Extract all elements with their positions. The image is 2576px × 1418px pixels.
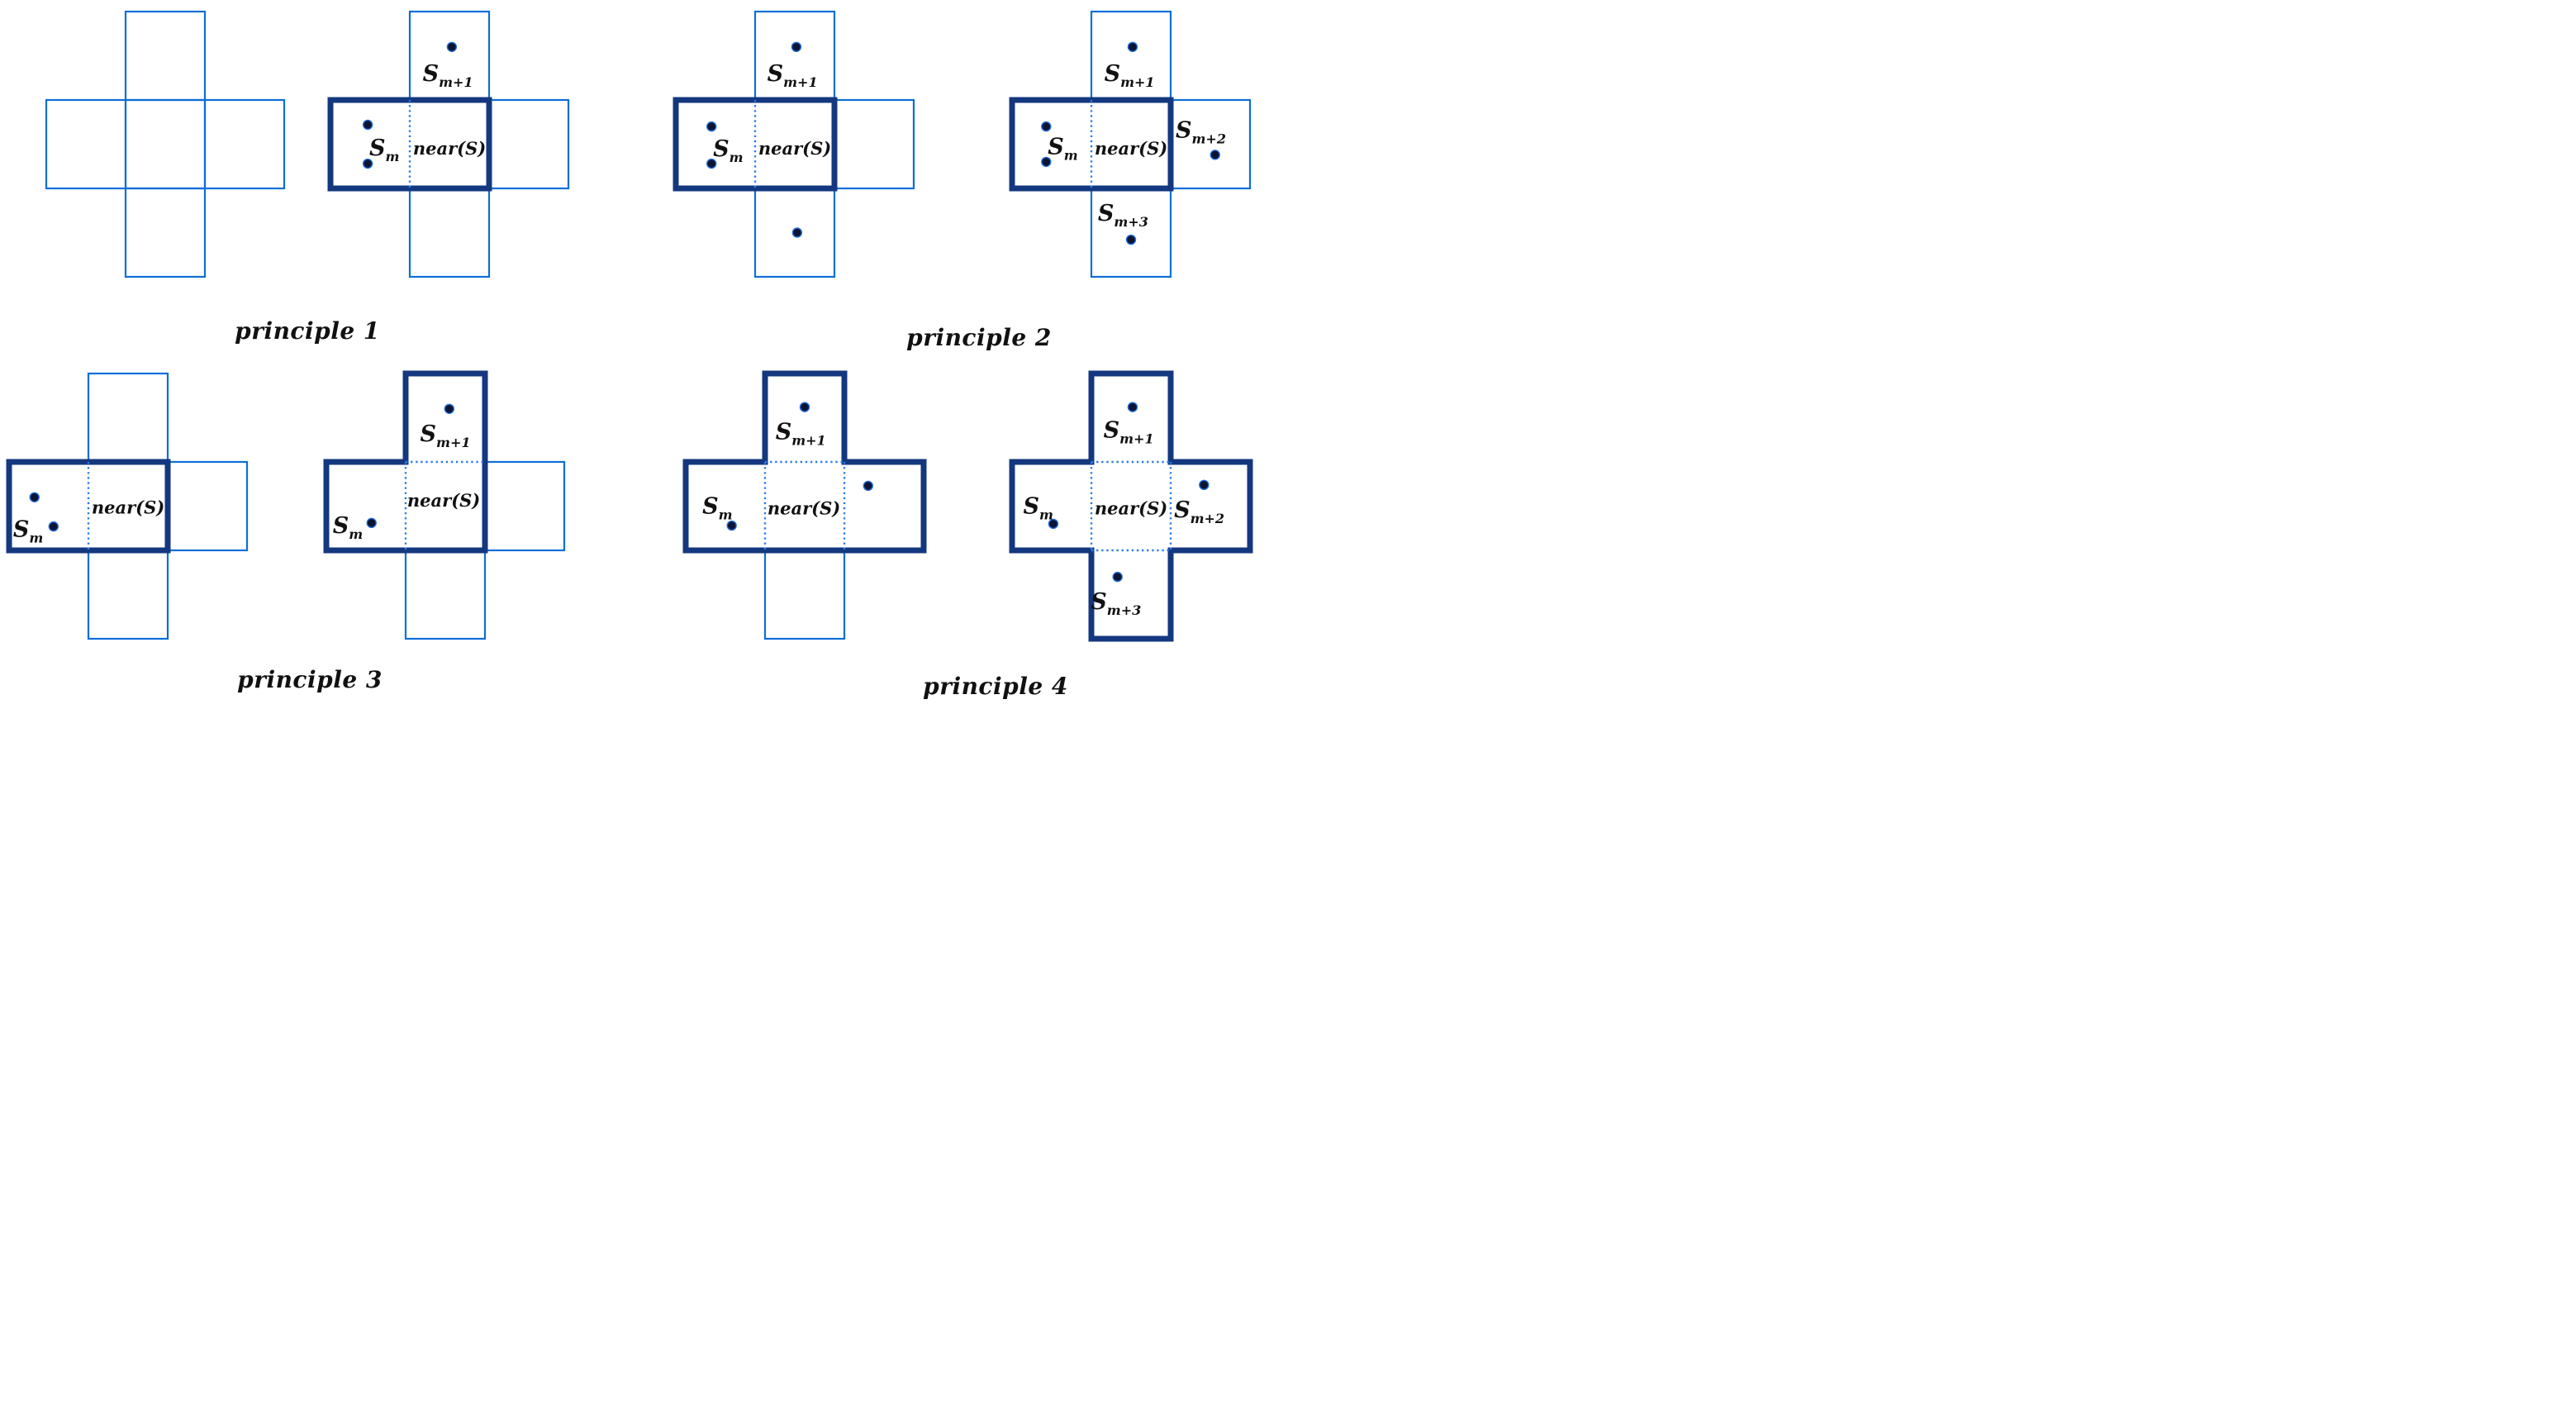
cell-bottom	[404, 549, 487, 640]
near-region-label: near(S)	[768, 498, 840, 519]
data-point-dot	[1210, 150, 1220, 160]
bold-region-outline	[673, 97, 838, 192]
data-point-dot	[1112, 571, 1123, 583]
sample-set-label: Sm+1	[1105, 61, 1155, 90]
data-point-dot	[791, 41, 802, 52]
figure-principle2-left: Sm+1Sm near(S)	[673, 10, 915, 278]
caption-principle-4: principle 4	[923, 673, 1068, 700]
sample-set-label: Sm+2	[1174, 497, 1224, 526]
sample-set-label: Sm+1	[421, 421, 471, 450]
bold-region-outline	[6, 459, 171, 554]
sample-set-label: Sm	[13, 516, 43, 545]
figure-principle4-left: Sm+1Sm near(S)	[682, 370, 927, 640]
sample-set-label: Sm+3	[1098, 201, 1148, 230]
data-point-dot	[1199, 479, 1210, 491]
near-region-label: near(S)	[758, 138, 831, 159]
near-region-label: near(S)	[1095, 498, 1167, 519]
sample-set-label: Sm+2	[1176, 117, 1226, 146]
data-point-dot	[1041, 156, 1052, 168]
caption-principle-3: principle 3	[237, 666, 383, 693]
cell-center	[124, 98, 207, 190]
caption-principle-1: principle 1	[235, 317, 380, 345]
sample-set-label: Sm	[1048, 135, 1077, 164]
near-region-label: near(S)	[407, 490, 480, 511]
sample-set-label: Sm+1	[768, 61, 818, 90]
data-point-dot	[362, 158, 373, 169]
sample-set-label: Sm+1	[423, 61, 473, 90]
sample-set-label: Sm	[702, 494, 732, 523]
sample-set-label: Sm+1	[1104, 417, 1154, 446]
cell-left	[45, 98, 127, 190]
caption-principle-2: principle 2	[906, 324, 1052, 351]
data-point-dot	[1127, 402, 1138, 412]
data-point-dot	[1041, 121, 1052, 132]
cell-bottom	[124, 187, 207, 278]
data-point-dot	[706, 158, 717, 169]
data-point-dot	[444, 403, 455, 414]
data-point-dot	[706, 121, 717, 132]
cell-top	[124, 10, 207, 102]
cell-bottom	[763, 549, 846, 640]
bold-region-outline	[682, 370, 927, 554]
data-point-dot	[1127, 41, 1138, 52]
figure-principle3-right: Sm+1Sm near(S)	[323, 370, 566, 640]
cell-right	[483, 460, 566, 552]
figure-principle4-right: Sm+1Sm near(S) Sm+2Sm+3	[1009, 370, 1253, 642]
figure-principle2-right: Sm+1Sm near(S) Sm+2Sm+3	[1009, 10, 1252, 278]
data-point-dot	[726, 520, 737, 531]
cell-top	[87, 372, 169, 464]
sample-set-label: Sm	[713, 136, 743, 165]
figure-principle3-left: Sm near(S)	[6, 372, 249, 640]
data-point-dot	[366, 517, 377, 529]
cell-right	[203, 98, 286, 190]
sample-set-label: Sm+1	[776, 420, 826, 449]
cell-right	[487, 98, 570, 190]
sample-set-label: Sm	[333, 513, 363, 542]
near-region-label: near(S)	[413, 138, 486, 159]
data-point-dot	[48, 521, 59, 532]
sample-set-label: Sm	[369, 136, 399, 164]
near-region-label: near(S)	[1095, 138, 1167, 159]
data-point-dot	[863, 480, 874, 492]
data-point-dot	[1048, 518, 1059, 530]
figure-principle1-right: Sm+1Sm near(S)	[327, 10, 570, 278]
cell-right	[166, 460, 249, 552]
figure-principle1-left	[45, 10, 286, 278]
sample-set-label: Sm	[1023, 494, 1053, 523]
data-point-dot	[446, 41, 458, 52]
cell-right	[833, 98, 915, 190]
cell-bottom	[87, 549, 169, 640]
data-point-dot	[362, 119, 373, 131]
bold-region-outline	[327, 97, 492, 192]
data-point-dot	[799, 402, 810, 412]
data-point-dot	[791, 227, 803, 238]
cell-bottom	[408, 187, 491, 278]
data-point-dot	[1125, 234, 1137, 245]
near-region-label: near(S)	[92, 497, 164, 518]
data-point-dot	[29, 492, 40, 503]
sample-set-label: Sm+3	[1091, 589, 1141, 618]
bold-region-outline	[1009, 97, 1174, 192]
